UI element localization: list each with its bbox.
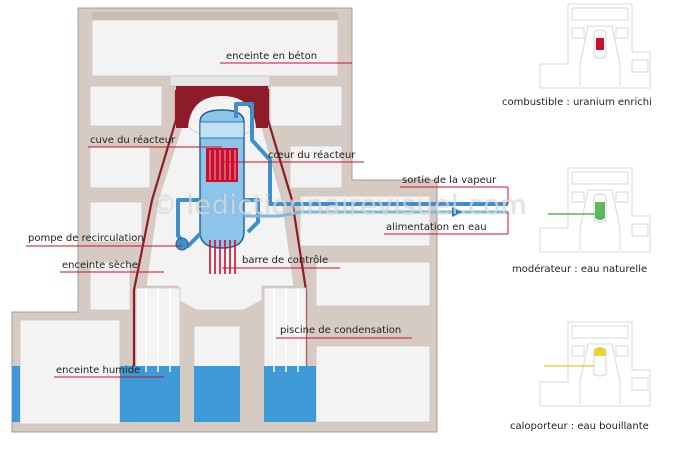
- feedwater-line: [244, 210, 508, 218]
- fuel-highlight: [596, 38, 604, 50]
- label-suppression-pool: piscine de condensation: [280, 325, 402, 336]
- leader-lines: [26, 62, 509, 378]
- label-wet-well: enceinte humide: [56, 365, 141, 376]
- pool-water-left: [136, 366, 180, 422]
- steam-line: [234, 102, 508, 206]
- label-steam-outlet: sortie de la vapeur: [402, 175, 497, 186]
- watermark: © ledictionnairevisuel.com: [150, 190, 528, 221]
- thumbnail-fuel: [539, 3, 651, 89]
- thumbnail-moderator: [539, 167, 651, 253]
- label-reactor-core: cœur du réacteur: [268, 150, 356, 161]
- recirculation-loop: [176, 198, 202, 248]
- recirculation-pump: [175, 237, 189, 251]
- thumbnail-column: [539, 3, 651, 407]
- coolant-highlight: [594, 347, 606, 356]
- feedwater-arrow: [452, 207, 462, 217]
- label-reactor-vessel: cuve du réacteur: [90, 135, 176, 146]
- thumbnail-caption-fuel: combustible : uranium enrichi: [502, 97, 652, 108]
- thumbnail-caption-coolant: caloporteur : eau bouillante: [510, 421, 649, 432]
- reactor-core: [206, 148, 238, 182]
- pool-water-center: [194, 366, 240, 422]
- label-concrete-enclosure: enceinte en béton: [226, 51, 318, 62]
- containment-cap: [176, 86, 268, 128]
- label-recirculation-pump: pompe de recirculation: [28, 233, 144, 244]
- pool-water-right: [264, 366, 306, 422]
- label-control-rod: barre de contrôle: [242, 255, 329, 266]
- moderator-highlight: [595, 202, 605, 220]
- reactor-vessel-group: [175, 102, 508, 274]
- label-dry-well: enceinte sèche: [62, 260, 138, 271]
- thumbnail-caption-moderator: modérateur : eau naturelle: [512, 264, 648, 275]
- thumbnail-coolant: [539, 321, 651, 407]
- label-feedwater: alimentation en eau: [386, 222, 487, 233]
